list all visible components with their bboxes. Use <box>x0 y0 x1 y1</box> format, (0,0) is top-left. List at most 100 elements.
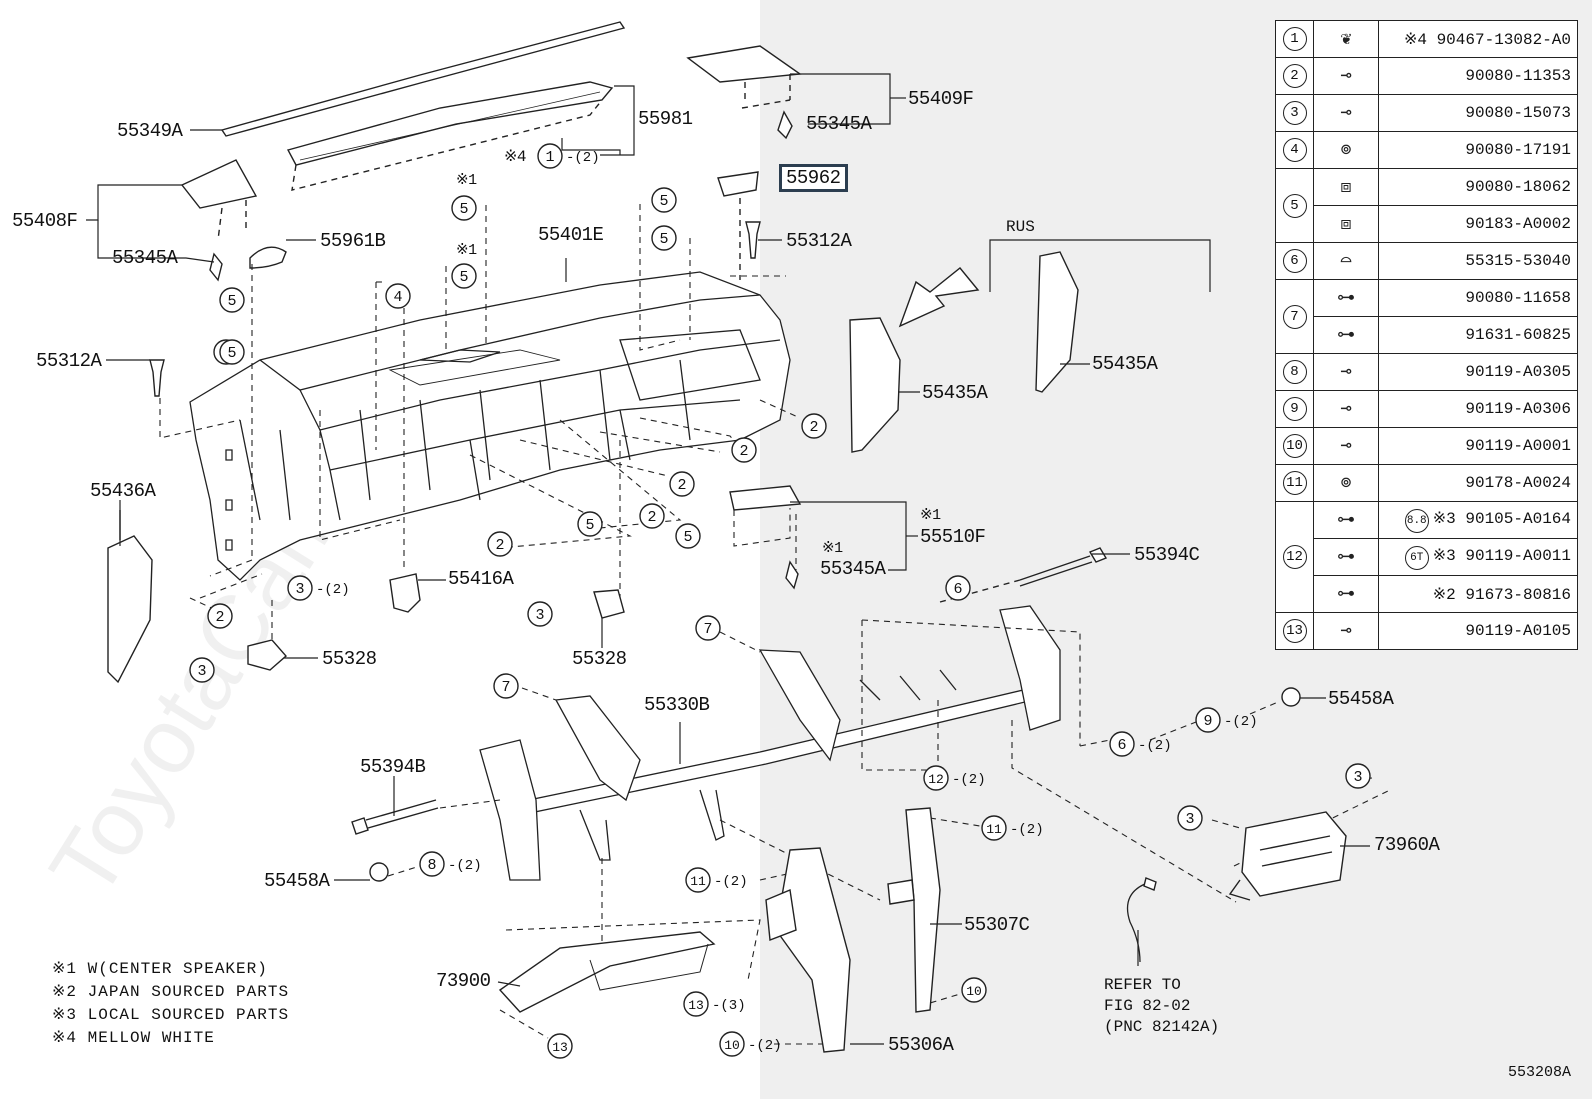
label-55345A-left: 55345A <box>112 247 178 269</box>
callout-number: 6 <box>953 581 962 598</box>
callout-circle-5: 5 <box>219 287 245 313</box>
callout-circle-3: 3-(2) <box>287 575 350 601</box>
label-55416A: 55416A <box>448 568 514 590</box>
clip-55312A-right <box>745 221 761 259</box>
label-55962-highlighted[interactable]: 55962 <box>779 164 848 192</box>
defroster-garnish <box>286 81 614 166</box>
clip-55345A-top <box>777 110 793 140</box>
parts-index: 7 <box>1275 279 1314 354</box>
callout-circle-5: 5 <box>577 511 603 537</box>
callout-number: 5 <box>459 201 468 218</box>
parts-index: 12 <box>1275 501 1314 613</box>
speaker-cover-left <box>180 159 258 209</box>
index-circle: 12 <box>1282 545 1307 569</box>
parts-row: 10⊸90119-A0001 <box>1275 427 1578 465</box>
parts-row: ⧈90183-A0002 <box>1276 205 1578 243</box>
callout-number: 13 <box>552 1040 568 1055</box>
callout-circle-2: 2 <box>801 413 827 439</box>
callout-circle-13: 13 <box>547 1033 573 1059</box>
callout-number: 8 <box>427 857 436 874</box>
clip-nut-icon: ⧈ <box>1313 168 1379 206</box>
nut-55458A-left <box>369 862 389 882</box>
clip-nut-icon: ⧈ <box>1313 205 1379 243</box>
label-55401E: 55401E <box>538 224 604 246</box>
side-panel-55435A <box>849 317 901 453</box>
wire-harness <box>1126 881 1151 963</box>
callout-circle-12: 12-(2) <box>923 765 986 791</box>
index-circle: 3 <box>1282 101 1307 125</box>
callout-number: 6 <box>1117 737 1126 754</box>
index-circle: 7 <box>1282 304 1307 329</box>
callout-circle-7: 7 <box>695 615 721 641</box>
label-55349A: 55349A <box>117 120 183 142</box>
part-number: 90178-A0024 <box>1378 464 1578 502</box>
index-circle: 2 <box>1282 64 1307 88</box>
callout-number: 11 <box>986 822 1002 837</box>
flange-bolt-icon: ⊶ <box>1313 501 1379 539</box>
part-number: 90080-15073 <box>1378 94 1578 132</box>
bolt-55394B <box>365 799 439 829</box>
callout-circle-10: 10-(2) <box>719 1031 782 1057</box>
parts-index: 1 <box>1275 20 1314 58</box>
screw-icon: ⊶ <box>1313 279 1379 317</box>
callout-circle-5: 5 <box>451 195 477 221</box>
refer-note: REFER TO FIG 82-02 (PNC 82142A) <box>1104 976 1220 1036</box>
callout-number: 3 <box>535 607 544 624</box>
bolt-icon: ⊸ <box>1313 427 1379 465</box>
parts-row: ⊶91631-60825 <box>1276 316 1578 354</box>
bolt-icon: ⊸ <box>1313 353 1379 391</box>
callout-circle-5: 5 <box>675 523 701 549</box>
parts-row: ⊶6T※3 90119-A0011 <box>1276 538 1578 576</box>
callout-quantity: -(2) <box>748 1038 782 1054</box>
callout-number: 7 <box>703 621 712 638</box>
parts-index: 8 <box>1275 353 1314 391</box>
callout-circle-2: 2 <box>487 531 513 557</box>
part-number: 90080-11658 <box>1378 279 1578 317</box>
marker-x1-a: ※1 <box>456 172 477 189</box>
callout-circle-2: 2 <box>731 437 757 463</box>
part-number: 90080-17191 <box>1378 131 1578 169</box>
parts-index: 6 <box>1275 242 1314 280</box>
bracket-55328-left <box>247 639 287 671</box>
footnote-3: ※3 LOCAL SOURCED PARTS <box>52 1006 290 1024</box>
bolt-55394C <box>1019 555 1093 587</box>
footnotes: ※1 W(CENTER SPEAKER) ※2 JAPAN SOURCED PA… <box>52 958 289 1050</box>
nut-55458A-right <box>1281 687 1301 707</box>
parts-index: 11 <box>1275 464 1314 502</box>
clip-icon: ❦ <box>1313 20 1379 58</box>
callout-number: 2 <box>809 419 818 436</box>
callout-circle-3: 3 <box>1177 805 1203 831</box>
callout-number: 5 <box>227 345 236 362</box>
callout-number: 2 <box>215 609 224 626</box>
callout-circle-6: 6 -(2) <box>1109 731 1172 757</box>
index-circle: 10 <box>1282 434 1307 458</box>
label-55436A: 55436A <box>90 480 156 502</box>
marker-x1-c: ※1 <box>920 507 941 524</box>
parts-row: 11⊚90178-A0024 <box>1275 464 1578 502</box>
label-55328-mid: 55328 <box>572 648 627 670</box>
label-55312A-right: 55312A <box>786 230 852 252</box>
callout-number: 7 <box>501 679 510 696</box>
callout-quantity: -(2) <box>316 582 350 598</box>
callout-number: 4 <box>393 289 402 306</box>
part-number: 90119-A0306 <box>1378 390 1578 428</box>
callout-circle-9: 9-(2) <box>1195 707 1258 733</box>
brace-55307C <box>905 807 941 1013</box>
callout-quantity: -(2) <box>1138 738 1172 754</box>
footnote-2: ※2 JAPAN SOURCED PARTS <box>52 983 290 1001</box>
part-number: 6T※3 90119-A0011 <box>1378 538 1578 576</box>
part-number: 90119-A0305 <box>1378 353 1578 391</box>
callout-circle-5: 5 <box>451 263 477 289</box>
side-panel-rus <box>1035 251 1079 393</box>
callout-number: 10 <box>966 984 982 999</box>
callout-number: 3 <box>1185 811 1194 828</box>
bracket-73900 <box>498 931 716 1013</box>
grade-mark: 8.8 <box>1404 508 1429 533</box>
label-55409F: 55409F <box>908 88 974 110</box>
callout-number: 2 <box>495 537 504 554</box>
callout-number: 5 <box>585 517 594 534</box>
bolt-icon: ⊸ <box>1313 94 1379 132</box>
callout-quantity: -(2) <box>1224 714 1258 730</box>
label-73960A: 73960A <box>1374 834 1440 856</box>
